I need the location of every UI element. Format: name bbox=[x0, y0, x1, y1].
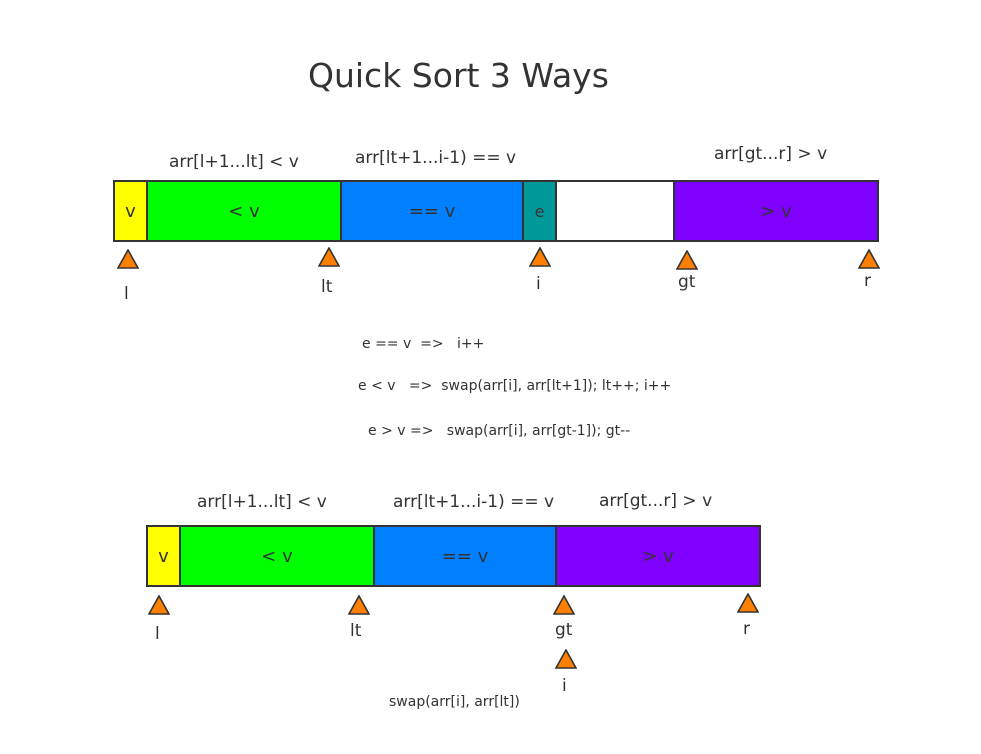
top-cell-element: e bbox=[522, 180, 557, 242]
top-cell-pivot: v bbox=[113, 180, 148, 242]
bottom-cell-less: < v bbox=[179, 525, 375, 587]
bottom-pointer-lt-label: lt bbox=[350, 621, 362, 641]
rule-greater: e > v => swap(arr[i], arr[gt-1]); gt-- bbox=[368, 423, 631, 439]
bottom-pointer-l-label: l bbox=[155, 624, 160, 644]
bottom-label-greater: arr[gt...r] > v bbox=[599, 491, 713, 511]
pointer-lt-icon bbox=[318, 247, 340, 267]
rule-less: e < v => swap(arr[i], arr[lt+1]); lt++; … bbox=[358, 378, 672, 394]
pointer-i-icon bbox=[529, 247, 551, 267]
bottom-pointer-lt-icon bbox=[348, 595, 370, 615]
top-cell-equal: == v bbox=[340, 180, 524, 242]
pointer-l-label: l bbox=[124, 284, 129, 304]
final-step-note: swap(arr[i], arr[lt]) bbox=[389, 694, 520, 710]
page-title: Quick Sort 3 Ways bbox=[308, 56, 609, 95]
top-cell-greater: > v bbox=[673, 180, 879, 242]
top-label-less: arr[l+1...lt] < v bbox=[169, 152, 299, 172]
top-label-equal: arr[lt+1...i-1) == v bbox=[355, 148, 517, 168]
top-cell-unprocessed bbox=[555, 180, 675, 242]
pointer-lt-label: lt bbox=[321, 277, 333, 297]
bottom-pointer-i-icon bbox=[555, 649, 577, 669]
pointer-i-label: i bbox=[536, 274, 541, 294]
pointer-gt-icon bbox=[676, 250, 698, 270]
bottom-label-equal: arr[lt+1...i-1) == v bbox=[393, 492, 555, 512]
bottom-pointer-r-label: r bbox=[743, 619, 750, 639]
pointer-l-icon bbox=[117, 249, 139, 269]
top-label-greater: arr[gt...r] > v bbox=[714, 144, 828, 164]
bottom-cell-greater: > v bbox=[555, 525, 761, 587]
pointer-r-label: r bbox=[864, 271, 871, 291]
bottom-pointer-i-label: i bbox=[562, 676, 567, 696]
bottom-pointer-gt-label: gt bbox=[555, 620, 573, 640]
bottom-cell-pivot: v bbox=[146, 525, 181, 587]
pointer-gt-label: gt bbox=[678, 272, 696, 292]
bottom-pointer-gt-icon bbox=[553, 595, 575, 615]
bottom-pointer-r-icon bbox=[737, 593, 759, 613]
rule-equal: e == v => i++ bbox=[362, 336, 485, 352]
bottom-cell-equal: == v bbox=[373, 525, 557, 587]
pointer-r-icon bbox=[858, 249, 880, 269]
bottom-pointer-l-icon bbox=[148, 595, 170, 615]
bottom-label-less: arr[l+1...lt] < v bbox=[197, 492, 327, 512]
top-cell-less: < v bbox=[146, 180, 342, 242]
